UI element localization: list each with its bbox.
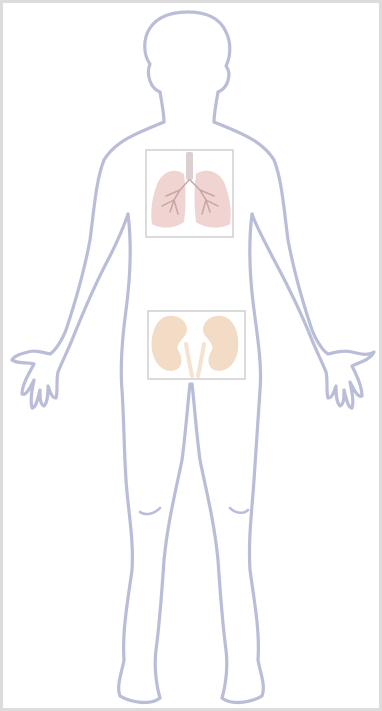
lungs-icon (151, 152, 231, 228)
neck-right (214, 92, 218, 122)
kidneys-icon (152, 316, 239, 376)
left-arm-outline (12, 122, 164, 408)
right-torso-outline (192, 214, 263, 702)
neck-left (160, 92, 164, 122)
right-knee-mark (230, 508, 248, 513)
lungs-region[interactable] (146, 150, 233, 237)
left-knee-mark (140, 508, 160, 514)
kidneys-region[interactable] (148, 311, 245, 379)
head-outline (145, 12, 230, 92)
right-arm-outline (214, 122, 374, 408)
body-outline (12, 12, 374, 702)
left-torso-outline (119, 214, 190, 702)
